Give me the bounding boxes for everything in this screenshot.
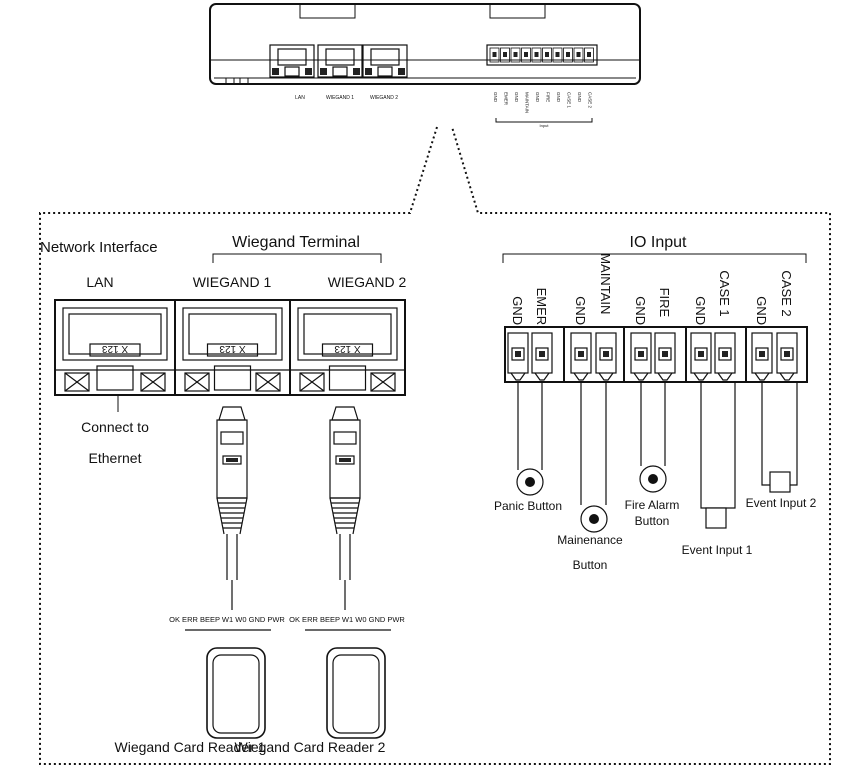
device-top-view: LAN WIEGAND 1 WIEGAND 2 GND EMER GND MAINTA… [209,3,641,128]
rj45-plug-2 [329,406,361,610]
device-label-wiegand-2: WIEGAND 2 [370,95,398,101]
device-terminal-block [486,44,598,66]
connect-to-text: Connect to [81,419,149,435]
io-terminal-label: MAINTAIN [598,253,613,314]
device-terminal-label: CASE 1 [567,92,572,109]
io-input-bracket [502,253,807,263]
card-readers: OK ERR BEEP W1 W0 GND PWR Wiegand Card Re… [115,615,406,755]
device-terminal-label: GND [493,92,498,103]
io-terminal-block [504,326,808,383]
io-terminal-labels: GND EMER GND MAINTAIN GND FIRE GND CASE 1 GND CAS… [510,253,794,325]
maintenance-button-label-2: Button [573,558,608,572]
io-terminal [595,332,617,381]
lan-label: LAN [86,274,113,290]
device-terminal-label: FIRE [546,92,551,102]
rj45-port-3: X 123 [289,300,405,395]
device-terminal-label: GND [556,92,561,103]
device-terminal-label: MAINTAIN [525,92,530,113]
device-top-tab-left [299,3,356,19]
fire-alarm-label-2: Button [635,514,670,528]
device-body [209,3,641,85]
device-input-label: Input [540,123,550,128]
device-terminal-label: GND [535,92,540,103]
port-marking: X 123 [101,343,128,354]
port-marking: X 123 [334,343,361,354]
io-wiring [516,382,798,533]
device-terminal-labels: GND EMER GND MAINTAIN GND FIRE GND CASE 1 GND CAS… [493,92,593,113]
device-input-bracket [495,118,593,123]
device-foot-left [225,77,241,85]
io-terminal [507,332,529,381]
wiegand-2-label: WIEGAND 2 [328,274,407,290]
io-terminal-label: GND [693,296,708,325]
device-terminal-label: GND [514,92,519,103]
wiegand-1-label: WIEGAND 1 [193,274,272,290]
card-reader-label: Wiegand Card Reader 2 [235,739,386,755]
ethernet-text: Ethernet [89,450,142,466]
device-port-1 [269,44,315,78]
device-label-wiegand-1: WIEGAND 1 [326,95,354,101]
card-reader-1: OK ERR BEEP W1 W0 GND PWR Wiegand Card Re… [115,615,286,755]
device-port-3 [362,44,408,78]
io-terminal [690,332,712,381]
device-ports [269,44,408,78]
io-terminal-label: GND [573,296,588,325]
io-terminal [714,332,736,381]
device-terminal-label: CASE 2 [588,92,593,109]
device-top-tab-right [489,3,546,19]
port-marking: X 123 [219,343,246,354]
rj45-port-1: X 123 [55,307,175,392]
rj45-ports: X 123 X 123 X 123 [54,299,406,396]
reader-pin-labels: OK ERR BEEP W1 W0 GND PWR [289,615,405,624]
device-port-labels: LAN WIEGAND 1 WIEGAND 2 [295,95,398,101]
io-terminal-label: FIRE [657,288,672,318]
io-terminal [654,332,676,381]
panic-button-label: Panic Button [494,499,562,513]
event-input-1-label: Event Input 1 [682,543,753,557]
io-terminal [531,332,553,381]
device-port-2 [317,44,363,78]
card-reader-2: OK ERR BEEP W1 W0 GND PWR Wiegand Card Re… [235,615,406,755]
io-terminal [630,332,652,381]
network-section: Network Interface Wiegand Terminal LAN W… [40,234,406,755]
device-terminal-label: EMER [504,92,509,106]
device-foot-left-2 [233,77,249,85]
rj45-plug-1 [216,406,248,610]
device-label-lan: LAN [295,95,305,101]
io-terminal-label: EMER [534,288,549,326]
io-terminal [751,332,773,381]
card-reader-label: Wiegand Card Reader 1 [115,739,266,755]
wiegand-terminal-title: Wiegand Terminal [232,234,360,251]
io-terminal-label: GND [633,296,648,325]
rj45-port-2: X 123 [174,300,290,395]
fire-alarm-label-1: Fire Alarm [625,498,680,512]
rj45-plugs [216,406,361,610]
event-input-2-label: Event Input 2 [746,496,817,510]
io-terminal-label: GND [510,296,525,325]
zoom-callout-frame [39,126,831,765]
io-input-title: IO Input [630,234,687,251]
wiegand-bracket [212,253,382,263]
maintenance-button-label-1: Mainenance [557,533,623,547]
network-interface-title: Network Interface [40,239,158,256]
io-terminal-label: GND [754,296,769,325]
io-input-section: IO Input GND EMER GND MAINTAIN GND FIRE GND CAS… [494,234,817,572]
io-terminal [570,332,592,381]
io-terminal [776,332,798,381]
reader-pin-labels: OK ERR BEEP W1 W0 GND PWR [169,615,285,624]
io-terminal-label: CASE 2 [779,270,794,316]
device-terminal-label: GND [577,92,582,103]
io-terminal-label: CASE 1 [717,270,732,316]
